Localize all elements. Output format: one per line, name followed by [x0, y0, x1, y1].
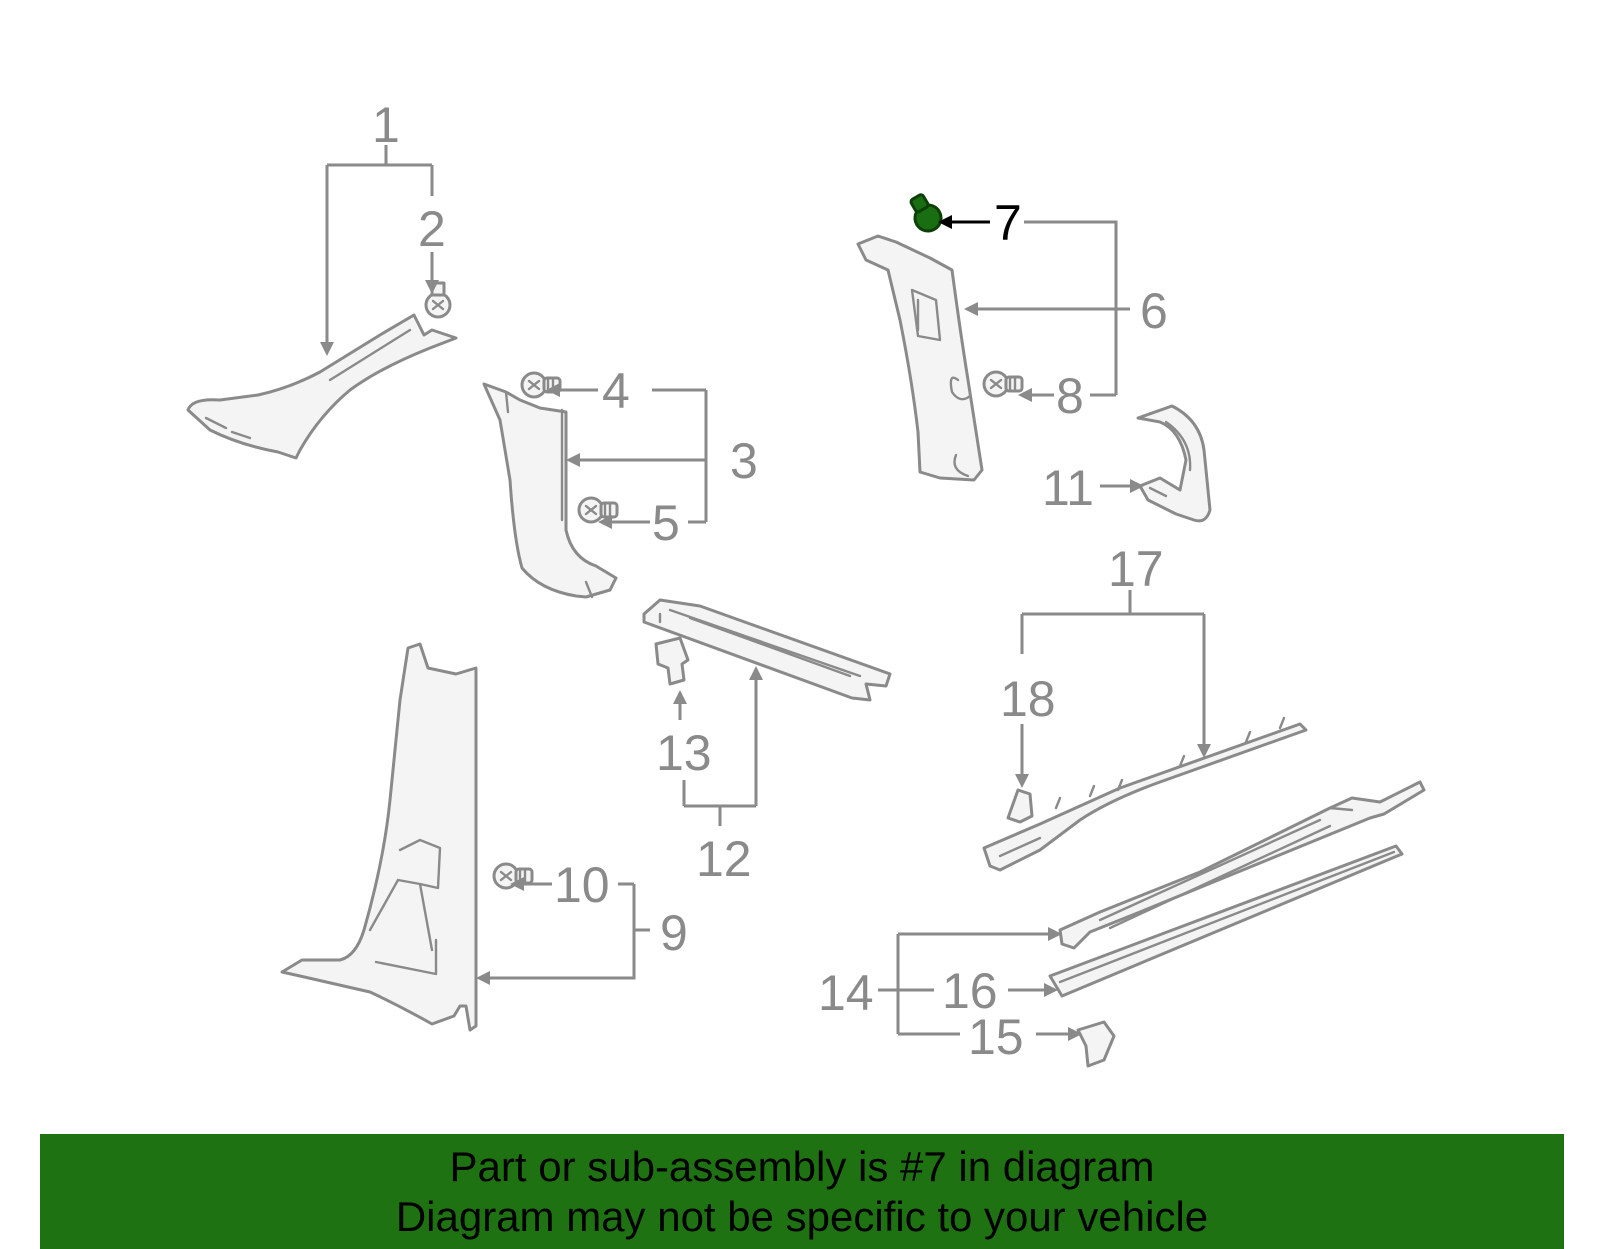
highlighted-bolt-part-7	[909, 193, 943, 233]
sill-plate-part-14	[1058, 780, 1426, 950]
callout-13: 13	[656, 725, 712, 781]
banner-line-2: Diagram may not be specific to your vehi…	[395, 1193, 1209, 1240]
callout-4: 4	[602, 363, 630, 419]
clip-part-13	[654, 636, 690, 686]
callout-17-leader	[1015, 590, 1211, 788]
parts-diagram: 1 2 3 4 5 7 6 8 1	[186, 97, 1426, 1068]
a-pillar-trim-part	[186, 313, 458, 460]
callout-7: 7	[994, 195, 1022, 251]
callout-14: 14	[818, 965, 874, 1021]
info-banner: Part or sub-assembly is #7 in diagram Di…	[40, 1134, 1564, 1249]
callout-6: 6	[1140, 283, 1168, 339]
clip-part-18	[1006, 788, 1034, 824]
b-pillar-lower-trim-part	[280, 642, 478, 1032]
callout-1-leader	[320, 145, 434, 356]
callout-2-leader	[425, 252, 439, 294]
callout-12-leader	[673, 666, 763, 826]
banner-line-1: Part or sub-assembly is #7 in diagram	[449, 1143, 1155, 1190]
scuff-plate-part-12	[642, 598, 892, 702]
bolt-part-8	[982, 370, 1024, 398]
callout-9-leader	[476, 877, 650, 985]
callout-11: 11	[1042, 460, 1094, 516]
callout-6-leader	[964, 220, 1130, 402]
callout-9: 9	[660, 905, 688, 961]
callout-12: 12	[696, 831, 752, 887]
callout-10: 10	[554, 857, 610, 913]
callout-1: 1	[372, 97, 400, 153]
callout-16: 16	[942, 963, 998, 1019]
callout-11-leader	[1100, 479, 1144, 493]
b-pillar-upper-trim-part	[856, 234, 984, 482]
callout-3-leader	[546, 383, 708, 529]
sill-plate-part-16	[1048, 844, 1404, 998]
kick-panel-trim-part	[482, 382, 618, 599]
callout-8: 8	[1056, 368, 1084, 424]
callout-18: 18	[1000, 671, 1056, 727]
callout-5: 5	[652, 495, 680, 551]
callout-14-leader	[878, 927, 1082, 1041]
callout-3: 3	[730, 433, 758, 489]
callout-7-leader	[938, 215, 990, 229]
callout-17: 17	[1108, 541, 1164, 597]
clip-part-15	[1076, 1020, 1116, 1068]
callout-2: 2	[418, 201, 446, 257]
rocker-trim-part-17	[982, 716, 1308, 872]
bracket-part-11	[1136, 404, 1212, 523]
callout-15: 15	[968, 1009, 1024, 1065]
